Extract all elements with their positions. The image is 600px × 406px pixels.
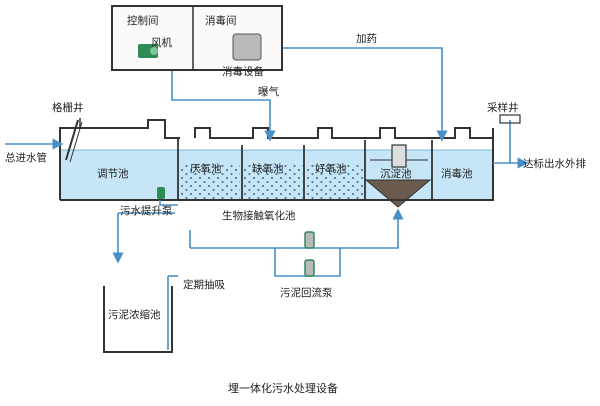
manholes (79, 118, 149, 128)
sampling-well-box (499, 114, 521, 124)
label-disinfection-equipment: 消毒设备 (222, 65, 264, 78)
label-aeration: 曝气 (258, 85, 279, 98)
settling-hopper (364, 179, 432, 208)
aeration-bubbles-anoxic (243, 163, 303, 200)
label-lift-pump: 污水提升泵 (120, 205, 173, 217)
label-discharge: 达标出水外排 (523, 157, 586, 170)
aeration-bubbles-anaerobic (180, 163, 240, 200)
label-fan: 风机 (151, 36, 172, 49)
figure-caption: 埋一体化污水处理设备 (228, 381, 338, 395)
label-settling-tank: 沉淀池 (380, 167, 412, 180)
label-equalization-tank: 调节池 (97, 167, 129, 180)
sludge-thickener-tank (103, 286, 173, 353)
label-sampling-well: 采样井 (487, 101, 519, 114)
sludge-return-pump-1 (304, 231, 315, 249)
label-sludge-return-pump: 污泥回流泵 (280, 286, 333, 299)
label-sludge-thickener: 污泥浓缩池 (108, 308, 161, 321)
aeration-bubbles-aerobic (306, 163, 364, 200)
label-main-inlet-pipe: 总进水管 (5, 151, 47, 164)
pipes (5, 47, 529, 350)
lift-pump-icon (157, 187, 165, 199)
label-screen-well: 格栅井 (52, 101, 84, 114)
label-periodic-suction: 定期抽吸 (183, 278, 225, 291)
label-disinfection-tank: 消毒池 (441, 167, 473, 180)
bar-screen (65, 119, 79, 161)
bar-screen-2 (69, 121, 83, 163)
partitions (177, 138, 433, 200)
label-anaerobic-tank: 厌氧池 (190, 162, 222, 175)
label-disinfection-room: 消毒间 (205, 14, 237, 27)
settling-center-tube (391, 144, 407, 168)
label-biocontact-tank: 生物接触氧化池 (222, 209, 296, 222)
label-dosing: 加药 (356, 33, 377, 45)
label-aerobic-tank: 好氧池 (315, 162, 347, 175)
sludge-return-pump-2 (304, 259, 315, 277)
disinfection-equipment-icon (232, 33, 262, 61)
label-control-room: 控制间 (127, 14, 159, 27)
label-anoxic-tank: 缺氧池 (252, 162, 284, 175)
fan-icon (138, 44, 158, 58)
